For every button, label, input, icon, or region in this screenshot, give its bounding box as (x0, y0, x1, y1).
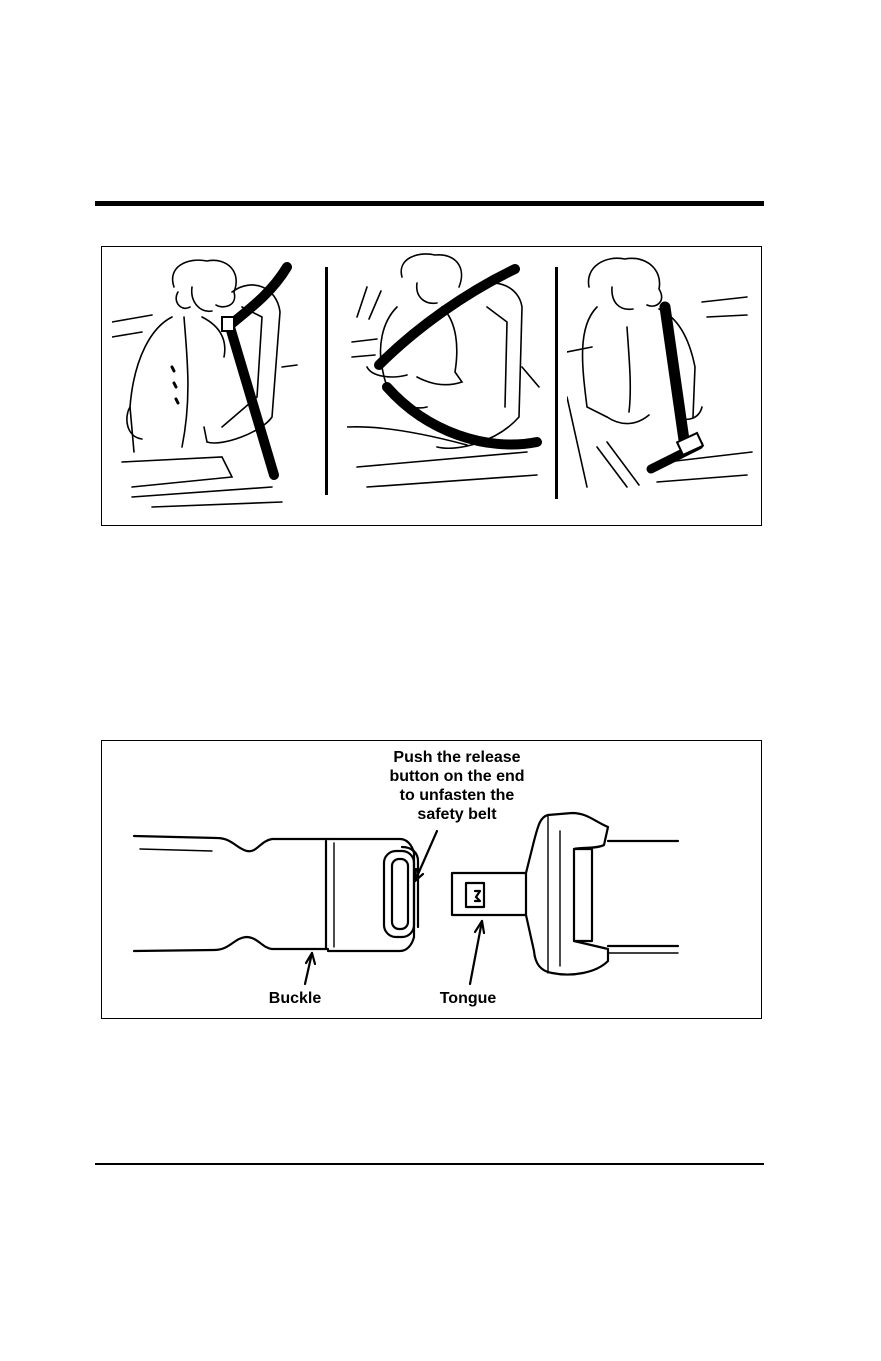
panel-divider (555, 267, 558, 499)
belt-fastening-illustration (101, 246, 762, 526)
panel-pull-belt (112, 247, 312, 517)
panel-divider (325, 267, 328, 495)
panel-insert-tongue (567, 247, 757, 517)
tongue-label: Tongue (418, 989, 518, 1008)
buckle-tongue-drawing (102, 741, 761, 1018)
buckle-tongue-illustration: Push the release button on the end to un… (101, 740, 762, 1019)
panel-fit-belt (347, 247, 547, 517)
buckle-label: Buckle (255, 989, 335, 1008)
footer-rule (95, 1163, 764, 1165)
header-rule (95, 201, 764, 206)
